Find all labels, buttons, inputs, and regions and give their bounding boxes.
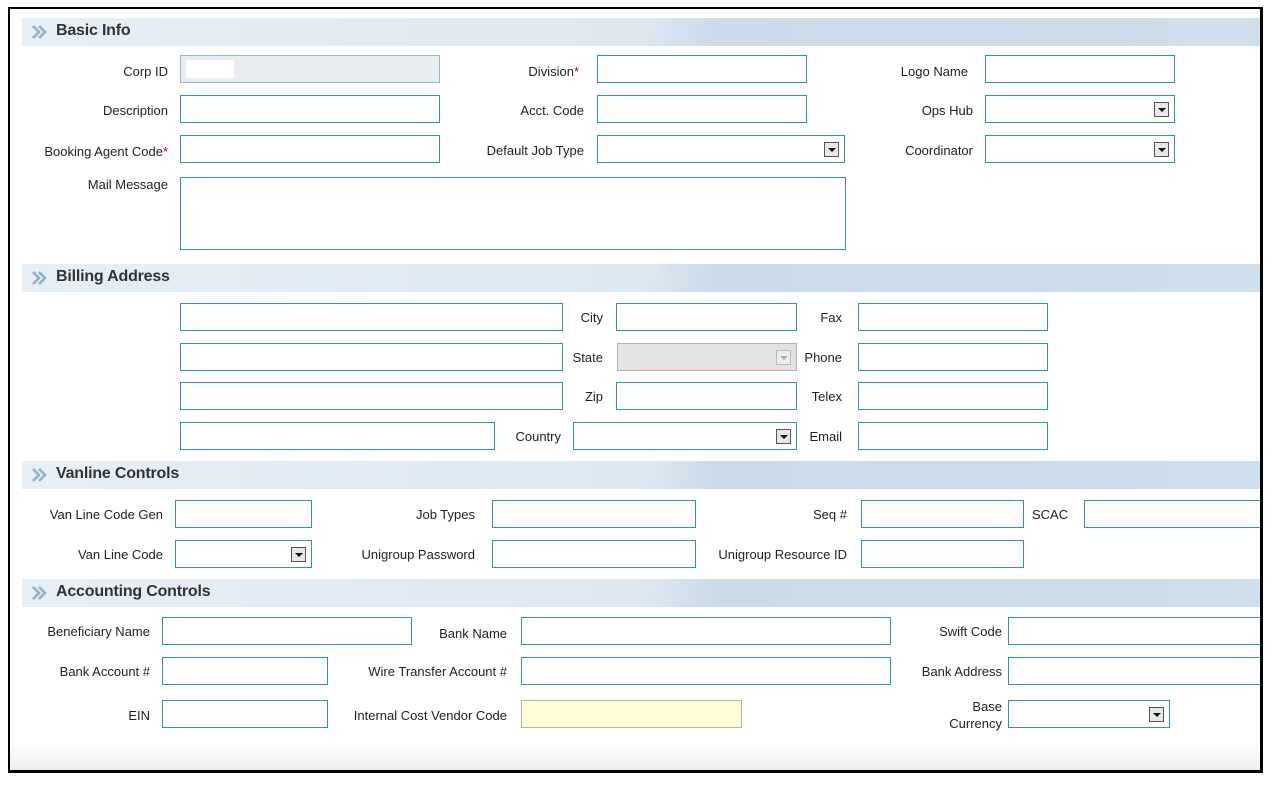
job-types-label: Job Types [415,507,475,522]
phone-input[interactable] [858,343,1048,371]
logo-name-label: Logo Name [900,64,968,79]
default-job-type-select[interactable] [597,135,845,163]
swift-code-input[interactable] [1008,617,1260,645]
section-title: Billing Address [56,268,170,285]
scac-input[interactable] [1084,500,1260,528]
booking-agent-code-label-text: Booking Agent Code [44,144,163,159]
section-header-basic-info[interactable]: Basic Info [22,18,1260,46]
unigroup-password-label: Unigroup Password [361,547,475,562]
address-line-3-input[interactable] [180,382,563,410]
double-chevron-right-icon [32,468,47,482]
email-input[interactable] [858,422,1048,450]
dropdown-arrow-icon[interactable] [291,547,306,562]
acct-code-input[interactable] [597,95,807,123]
beneficiary-name-input[interactable] [162,617,412,645]
section-header-vanline-controls[interactable]: Vanline Controls [22,461,1260,489]
van-line-code-select[interactable] [175,540,312,568]
division-label-text: Division [528,64,574,79]
phone-label: Phone [804,350,842,365]
logo-name-input[interactable] [985,55,1175,83]
bank-account-label: Bank Account # [59,664,150,679]
acct-code-label: Acct. Code [520,103,584,118]
section-title: Accounting Controls [56,583,211,600]
description-label: Description [102,103,168,118]
bank-account-input[interactable] [162,657,328,685]
address-line-2-input[interactable] [180,343,563,371]
seq-input[interactable] [861,500,1024,528]
address-line-4-input[interactable] [180,422,495,450]
base-currency-label-line2: Currency [949,716,1002,731]
bank-name-input[interactable] [521,617,891,645]
bank-address-input[interactable] [1008,657,1260,685]
ops-hub-select[interactable] [985,95,1175,123]
seq-label: Seq # [813,507,847,522]
job-types-input[interactable] [492,500,696,528]
division-input[interactable] [597,55,807,83]
division-label: Division* [528,64,579,80]
fax-input[interactable] [858,303,1048,331]
double-chevron-right-icon [32,271,47,285]
mail-message-label: Mail Message [87,177,168,192]
wire-transfer-account-input[interactable] [521,657,891,685]
base-currency-label-line1: Base [972,699,1002,714]
telex-label: Telex [811,389,842,404]
section-header-accounting-controls[interactable]: Accounting Controls [22,579,1260,607]
city-label: City [580,310,603,325]
address-line-1-input[interactable] [180,303,563,331]
dropdown-arrow-icon[interactable] [1154,102,1169,117]
beneficiary-name-label: Beneficiary Name [47,624,150,639]
country-select[interactable] [573,422,797,450]
unigroup-password-input[interactable] [492,540,696,568]
van-line-code-gen-input[interactable] [175,500,312,528]
section-title: Vanline Controls [56,465,180,482]
van-line-code-gen-label: Van Line Code Gen [49,507,163,522]
zip-label: Zip [584,389,603,404]
bank-address-label: Bank Address [921,664,1002,679]
dropdown-arrow-icon[interactable] [824,142,839,157]
mail-message-textarea[interactable] [180,177,846,250]
window-bottom-edge [10,744,1260,770]
dropdown-arrow-icon[interactable] [776,429,791,444]
swift-code-label: Swift Code [939,624,1002,639]
booking-agent-code-input[interactable] [180,135,440,163]
section-header-billing-address[interactable]: Billing Address [22,264,1260,292]
booking-agent-code-label: Booking Agent Code* [44,144,168,160]
required-asterisk: * [573,64,579,79]
scac-label: SCAC [1032,507,1069,522]
form-window: Basic Info Corp ID Division* Logo Name D… [8,7,1263,773]
description-input[interactable] [180,95,440,123]
internal-cost-vendor-code-input[interactable] [521,700,742,728]
unigroup-resource-id-input[interactable] [861,540,1024,568]
default-job-type-label: Default Job Type [486,143,584,158]
corp-id-field[interactable] [180,55,440,83]
section-title: Basic Info [56,22,131,39]
double-chevron-right-icon [32,586,47,600]
city-input[interactable] [616,303,797,331]
zip-input[interactable] [616,382,797,410]
fax-label: Fax [820,310,842,325]
coordinator-select[interactable] [985,135,1175,163]
bank-name-label: Bank Name [439,626,507,641]
base-currency-select[interactable] [1008,700,1170,728]
wire-transfer-account-label: Wire Transfer Account # [368,664,507,679]
internal-cost-vendor-code-label: Internal Cost Vendor Code [353,708,507,723]
state-label: State [572,350,603,365]
state-select[interactable] [617,343,797,371]
ein-input[interactable] [162,700,328,728]
required-asterisk: * [162,144,168,159]
dropdown-arrow-icon[interactable] [1149,707,1164,722]
van-line-code-label: Van Line Code [77,547,163,562]
coordinator-label: Coordinator [905,143,973,158]
email-label: Email [809,429,842,444]
corp-id-label: Corp ID [123,64,168,79]
double-chevron-right-icon [32,25,47,39]
unigroup-resource-id-label: Unigroup Resource ID [718,547,847,562]
telex-input[interactable] [858,382,1048,410]
corp-id-redaction [186,60,234,78]
dropdown-arrow-icon[interactable] [1154,142,1169,157]
ops-hub-label: Ops Hub [921,103,973,118]
ein-label: EIN [128,708,150,723]
dropdown-arrow-icon[interactable] [776,350,791,365]
country-label: Country [515,429,561,444]
